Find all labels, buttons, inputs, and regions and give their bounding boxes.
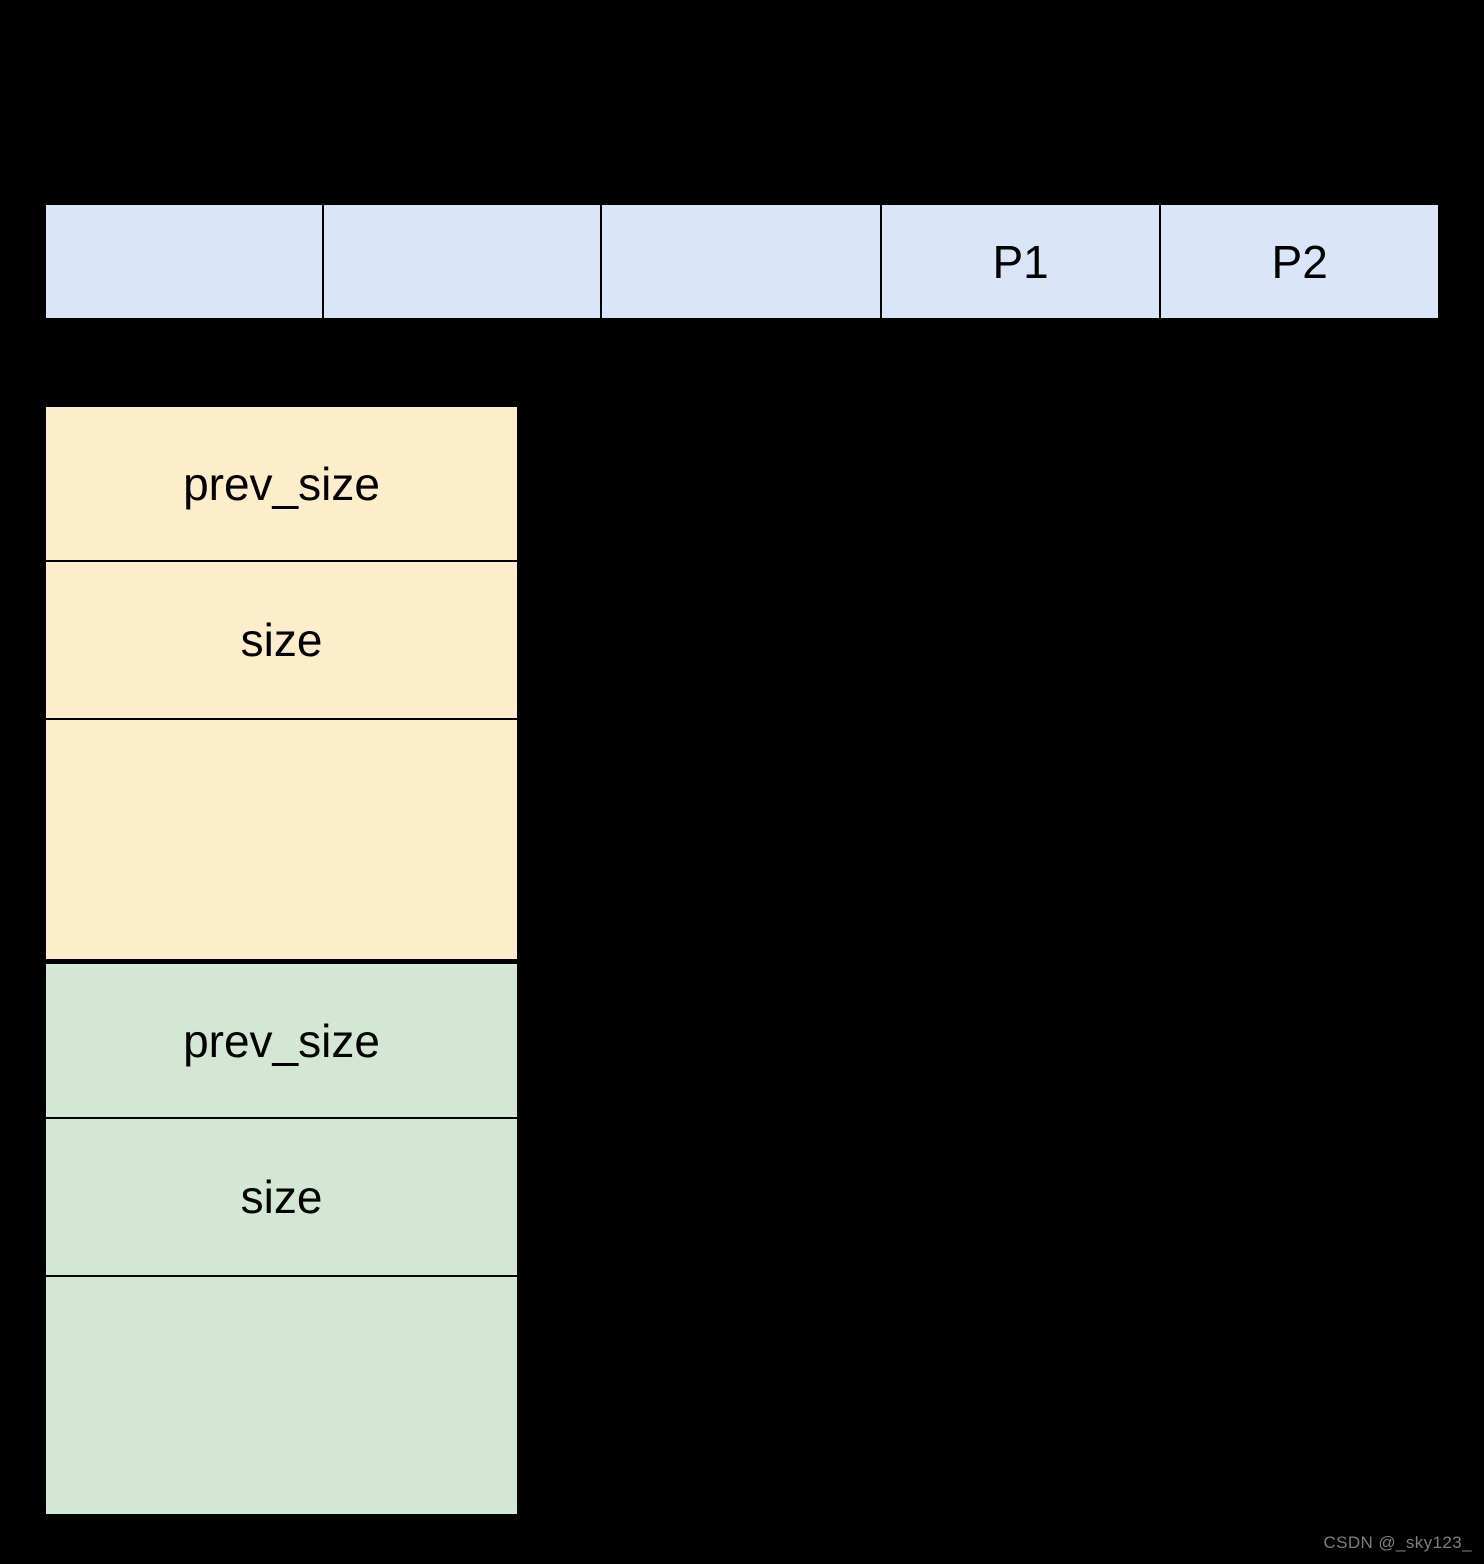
memory-cell-p2-label: P2	[1271, 235, 1328, 288]
free-chunk: prev_size size	[44, 962, 519, 1516]
memory-cell-p1-label: P1	[992, 235, 1049, 288]
memory-cell-2[interactable]	[321, 203, 603, 320]
free-chunk-data-field[interactable]	[44, 1275, 519, 1516]
allocated-chunk-prev-size-field[interactable]: prev_size	[44, 405, 519, 562]
free-chunk-prev-size-field[interactable]: prev_size	[44, 962, 519, 1119]
allocated-chunk-size-field[interactable]: size	[44, 560, 519, 720]
memory-cell-1[interactable]	[44, 203, 324, 320]
allocated-chunk: prev_size size	[44, 405, 519, 961]
free-chunk-prev-size-label: prev_size	[183, 1014, 380, 1067]
csdn-watermark: CSDN @_sky123_	[1323, 1533, 1472, 1552]
free-chunk-size-field[interactable]: size	[44, 1117, 519, 1277]
allocated-chunk-data-field[interactable]	[44, 718, 519, 961]
heap-memory-row: P1 P2	[44, 203, 1440, 320]
memory-cell-p2[interactable]: P2	[1159, 203, 1440, 320]
memory-cell-3[interactable]	[600, 203, 882, 320]
memory-cell-p1[interactable]: P1	[879, 203, 1162, 320]
allocated-chunk-size-label: size	[240, 614, 323, 666]
allocated-chunk-prev-size-label: prev_size	[183, 457, 380, 510]
free-chunk-size-label: size	[240, 1171, 323, 1223]
